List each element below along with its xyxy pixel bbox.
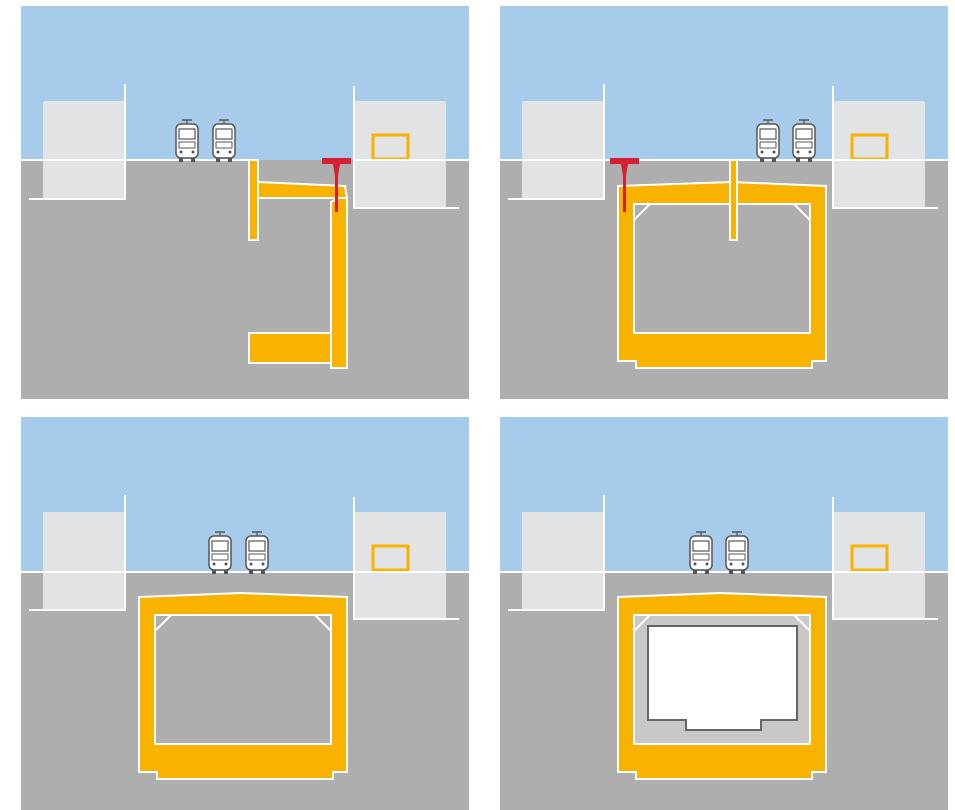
right-building bbox=[833, 101, 925, 208]
tram-icon bbox=[792, 119, 816, 162]
tram-icon bbox=[212, 119, 236, 162]
stage-2-panel bbox=[500, 6, 948, 399]
tram-icon bbox=[208, 531, 232, 574]
tram-icon bbox=[689, 531, 713, 574]
stage-4-panel bbox=[500, 417, 948, 810]
tunnel-box bbox=[617, 180, 827, 369]
tram-icon bbox=[175, 119, 199, 162]
right-building bbox=[833, 512, 925, 619]
tunnel-box bbox=[138, 591, 348, 780]
tram-icon bbox=[245, 531, 269, 574]
diaphragm-wall-right bbox=[330, 197, 348, 369]
tram-icon bbox=[756, 119, 780, 162]
stage-3-panel bbox=[21, 417, 469, 810]
tram-icon bbox=[725, 531, 749, 574]
base-slab-segment bbox=[248, 332, 332, 364]
stage-1-panel bbox=[21, 6, 469, 399]
left-building bbox=[43, 101, 125, 199]
sheet-pile-left bbox=[248, 159, 259, 241]
sheet-pile-center bbox=[729, 159, 738, 241]
building-window bbox=[371, 544, 410, 572]
right-building bbox=[354, 512, 446, 619]
building-window bbox=[850, 544, 889, 572]
left-building bbox=[522, 512, 604, 610]
left-building bbox=[522, 101, 604, 199]
steel-beam-icon bbox=[610, 158, 639, 212]
left-building bbox=[43, 512, 125, 610]
steel-beam-icon bbox=[322, 158, 351, 212]
tunnel-void bbox=[647, 625, 798, 731]
right-building bbox=[354, 101, 446, 208]
